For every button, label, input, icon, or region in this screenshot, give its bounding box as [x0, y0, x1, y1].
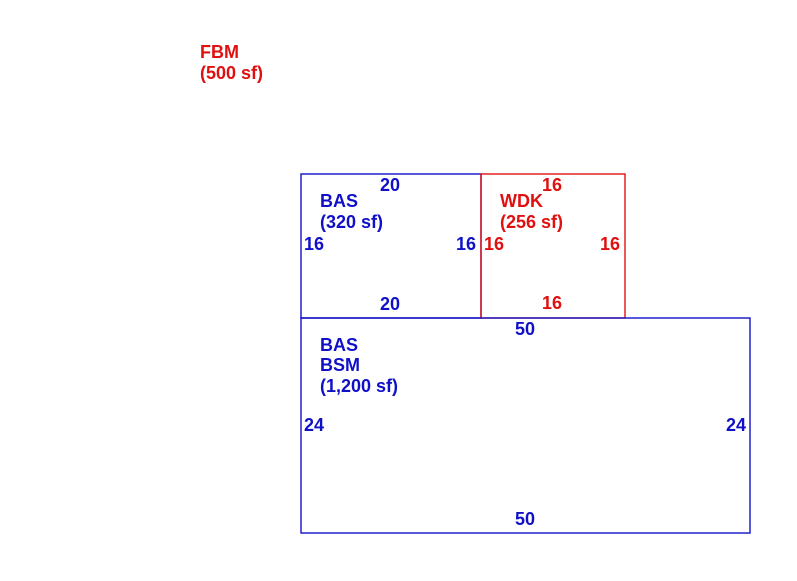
bas-upper-top-dimension: 20	[380, 175, 400, 195]
wdk-left-dimension: 16	[484, 234, 504, 254]
bas-lower-area-label: (1,200 sf)	[320, 376, 398, 396]
wdk-bottom-dimension: 16	[542, 293, 562, 313]
bas-lower-code: BAS	[320, 335, 358, 355]
bas-upper-code: BAS	[320, 191, 358, 211]
fbm-area: (500 sf)	[200, 63, 263, 83]
fbm-label-group: FBM (500 sf)	[200, 42, 263, 83]
wdk-top-dimension: 16	[542, 175, 562, 195]
bas-lower-top-dimension: 50	[515, 319, 535, 339]
bas-lower-outline	[300, 317, 751, 534]
bas-upper-left-dimension: 16	[304, 234, 324, 254]
wdk-area: WDK (256 sf) 16 16 16 16	[480, 173, 626, 319]
bas-lower-area: BAS BSM (1,200 sf) 50 50 24 24	[300, 317, 751, 534]
bas-upper-area-label: (320 sf)	[320, 212, 383, 232]
bas-upper-bottom-dimension: 20	[380, 294, 400, 314]
wdk-code: WDK	[500, 191, 543, 211]
bas-lower-left-dimension: 24	[304, 415, 324, 435]
fbm-code: FBM	[200, 42, 239, 62]
bas-upper-area: BAS (320 sf) 20 20 16 16	[300, 173, 482, 319]
bas-lower-right-dimension: 24	[726, 415, 746, 435]
wdk-area-label: (256 sf)	[500, 212, 563, 232]
bsm-code: BSM	[320, 355, 360, 375]
bas-upper-right-dimension: 16	[456, 234, 476, 254]
wdk-right-dimension: 16	[600, 234, 620, 254]
bas-lower-bottom-dimension: 50	[515, 509, 535, 529]
